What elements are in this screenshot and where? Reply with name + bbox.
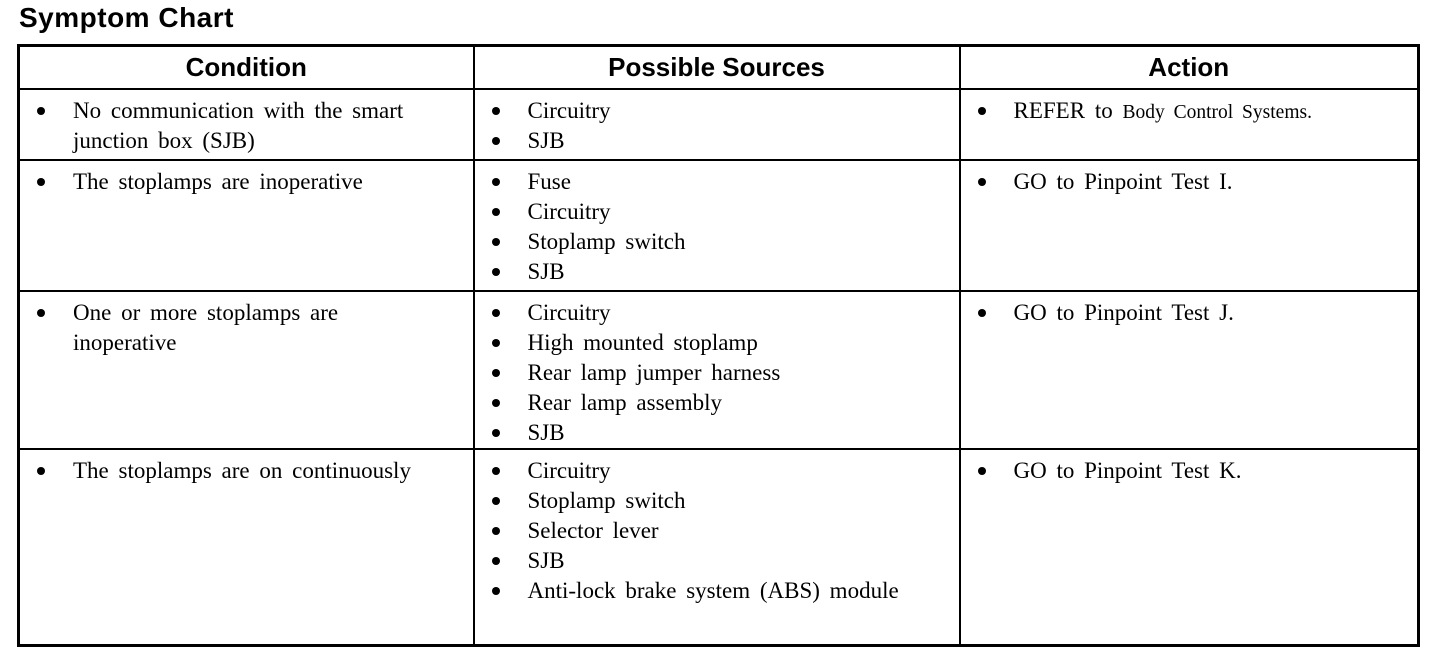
bullet-item: Rear lamp jumper harness: [475, 358, 951, 388]
bullet-item: SJB: [475, 546, 951, 576]
bullet-icon: [37, 107, 45, 115]
table-row: The stoplamps are inoperative Fuse Circu…: [17, 159, 1420, 292]
bullet-item: Stoplamp switch: [475, 227, 951, 257]
condition-cell: No communication with the smart junction…: [17, 88, 475, 161]
bullet-item: SJB: [475, 418, 951, 448]
action-cell: GO to Pinpoint Test K.: [958, 448, 1420, 646]
bullet-item: Circuitry: [475, 96, 951, 126]
bullet-item: GO to Pinpoint Test I.: [961, 167, 1410, 199]
source-text: SJB: [527, 420, 565, 445]
bullet-item: The stoplamps are on continuously: [20, 456, 465, 486]
condition-text: No communication with the smart junction…: [73, 98, 404, 153]
symptom-chart-table: Condition Possible Sources Action No com…: [17, 44, 1420, 647]
source-text: Circuitry: [527, 199, 611, 224]
table-row: No communication with the smart junction…: [17, 88, 1420, 161]
bullet-item: SJB: [475, 126, 951, 156]
action-cell: REFER to Body Control Systems.: [958, 88, 1420, 161]
action-text: GO to Pinpoint Test J.: [1013, 300, 1234, 325]
bullet-item: SJB: [475, 257, 951, 287]
source-text: Circuitry: [527, 300, 611, 325]
bullet-icon: [977, 107, 986, 115]
column-header-possible-sources: Possible Sources: [472, 44, 961, 90]
bullet-icon: [491, 369, 500, 377]
bullet-item: Circuitry: [475, 298, 951, 328]
bullet-icon: [491, 339, 500, 347]
bullet-item: GO to Pinpoint Test K.: [961, 456, 1410, 488]
bullet-icon: [977, 309, 986, 317]
bullet-icon: [491, 107, 500, 115]
bullet-icon: [491, 467, 500, 475]
page-title: Symptom Chart: [19, 2, 234, 33]
bullet-icon: [977, 178, 986, 186]
action-text: GO to Pinpoint Test K.: [1013, 458, 1242, 483]
condition-text: The stoplamps are on continuously: [73, 458, 411, 483]
source-text: Rear lamp jumper harness: [527, 360, 781, 385]
bullet-item: GO to Pinpoint Test J.: [961, 298, 1410, 330]
sources-cell: Fuse Circuitry Stoplamp switch SJB: [472, 159, 961, 292]
bullet-icon: [491, 557, 500, 565]
bullet-icon: [491, 497, 500, 505]
bullet-icon: [491, 268, 500, 276]
action-cell: GO to Pinpoint Test J.: [958, 290, 1420, 450]
bullet-item: High mounted stoplamp: [475, 328, 951, 358]
bullet-icon: [491, 238, 500, 246]
bullet-icon: [491, 399, 500, 407]
bullet-item: The stoplamps are inoperative: [20, 167, 465, 197]
bullet-icon: [37, 309, 45, 317]
action-reference-text: Body Control Systems.: [1122, 102, 1312, 123]
condition-cell: One or more stoplamps are inoperative: [17, 290, 475, 450]
bullet-item: REFER to Body Control Systems.: [961, 96, 1410, 128]
bullet-item: Fuse: [475, 167, 951, 197]
condition-text: The stoplamps are inoperative: [73, 169, 363, 194]
bullet-icon: [491, 527, 500, 535]
bullet-item: Circuitry: [475, 197, 951, 227]
sources-cell: Circuitry High mounted stoplamp Rear lam…: [472, 290, 961, 450]
bullet-icon: [491, 309, 500, 317]
condition-cell: The stoplamps are on continuously: [17, 448, 475, 646]
source-text: SJB: [527, 128, 565, 153]
header-row: Condition Possible Sources Action: [17, 44, 1420, 90]
bullet-icon: [491, 208, 500, 216]
bullet-icon: [491, 587, 500, 595]
bullet-icon: [491, 178, 500, 186]
source-text: High mounted stoplamp: [527, 330, 758, 355]
source-text: SJB: [527, 259, 565, 284]
bullet-item: Rear lamp assembly: [475, 388, 951, 418]
condition-text: One or more stoplamps are inoperative: [73, 300, 339, 355]
source-text: Selector lever: [527, 518, 659, 543]
action-text: REFER to: [1013, 98, 1123, 123]
bullet-icon: [491, 429, 500, 437]
bullet-icon: [491, 137, 500, 145]
bullet-item: No communication with the smart junction…: [20, 96, 465, 156]
source-text: Stoplamp switch: [527, 488, 686, 513]
table-row: The stoplamps are on continuously Circui…: [17, 448, 1420, 646]
action-cell: GO to Pinpoint Test I.: [958, 159, 1420, 292]
bullet-item: Anti-lock brake system (ABS) module: [475, 576, 951, 606]
source-text: Fuse: [527, 169, 571, 194]
condition-cell: The stoplamps are inoperative: [17, 159, 475, 292]
column-header-action: Action: [958, 44, 1420, 90]
source-text: Circuitry: [527, 98, 611, 123]
bullet-item: Selector lever: [475, 516, 951, 546]
bullet-icon: [37, 467, 45, 475]
action-text: GO to Pinpoint Test I.: [1013, 169, 1233, 194]
source-text: Stoplamp switch: [527, 229, 686, 254]
bullet-item: Stoplamp switch: [475, 486, 951, 516]
table-row: One or more stoplamps are inoperative Ci…: [17, 290, 1420, 450]
bullet-item: Circuitry: [475, 456, 951, 486]
bullet-item: One or more stoplamps are inoperative: [20, 298, 465, 358]
sources-cell: Circuitry Stoplamp switch Selector lever…: [472, 448, 961, 646]
column-header-condition: Condition: [17, 44, 475, 90]
source-text: Circuitry: [527, 458, 611, 483]
source-text: Rear lamp assembly: [527, 390, 723, 415]
source-text: Anti-lock brake system (ABS) module: [527, 578, 899, 603]
bullet-icon: [977, 467, 986, 475]
sources-cell: Circuitry SJB: [472, 88, 961, 161]
source-text: SJB: [527, 548, 565, 573]
bullet-icon: [37, 178, 45, 186]
